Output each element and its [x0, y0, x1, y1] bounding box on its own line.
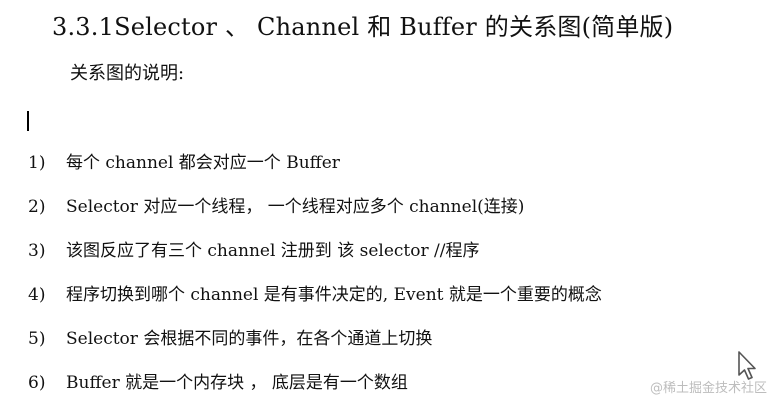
text-cursor [27, 111, 29, 131]
list-item-number: 5) [28, 329, 46, 349]
section-heading: 3.3.1Selector 、 Channel 和 Buffer 的关系图(简单… [52, 13, 674, 41]
list-item-text: Buffer 就是一个内存块 ， 底层是有一个数组 [66, 373, 408, 393]
list-item-text: 该图反应了有三个 channel 注册到 该 selector //程序 [66, 241, 480, 261]
list-item-text: 程序切换到哪个 channel 是有事件决定的, Event 就是一个重要的概念 [66, 285, 602, 305]
description-list: 1) 每个 channel 都会对应一个 Buffer 2) Selector … [0, 148, 773, 412]
list-item: 6) Buffer 就是一个内存块 ， 底层是有一个数组 [0, 368, 773, 412]
list-item-number: 2) [28, 197, 46, 217]
mouse-pointer-icon [738, 351, 756, 380]
list-item-number: 3) [28, 241, 46, 261]
list-item-number: 4) [28, 285, 46, 305]
list-item: 3) 该图反应了有三个 channel 注册到 该 selector //程序 [0, 236, 773, 280]
list-item-text: Selector 对应一个线程， 一个线程对应多个 channel(连接) [66, 197, 525, 217]
list-item: 2) Selector 对应一个线程， 一个线程对应多个 channel(连接) [0, 192, 773, 236]
watermark: @稀土掘金技术社区 [649, 381, 767, 396]
list-item: 4) 程序切换到哪个 channel 是有事件决定的, Event 就是一个重要… [0, 280, 773, 324]
list-item-number: 1) [28, 153, 46, 173]
list-item: 5) Selector 会根据不同的事件，在各个通道上切换 [0, 324, 773, 368]
list-item-text: 每个 channel 都会对应一个 Buffer [66, 153, 340, 173]
list-item-text: Selector 会根据不同的事件，在各个通道上切换 [66, 329, 433, 349]
diagram-description-label: 关系图的说明: [70, 63, 185, 84]
list-item: 1) 每个 channel 都会对应一个 Buffer [0, 148, 773, 192]
list-item-number: 6) [28, 373, 46, 393]
